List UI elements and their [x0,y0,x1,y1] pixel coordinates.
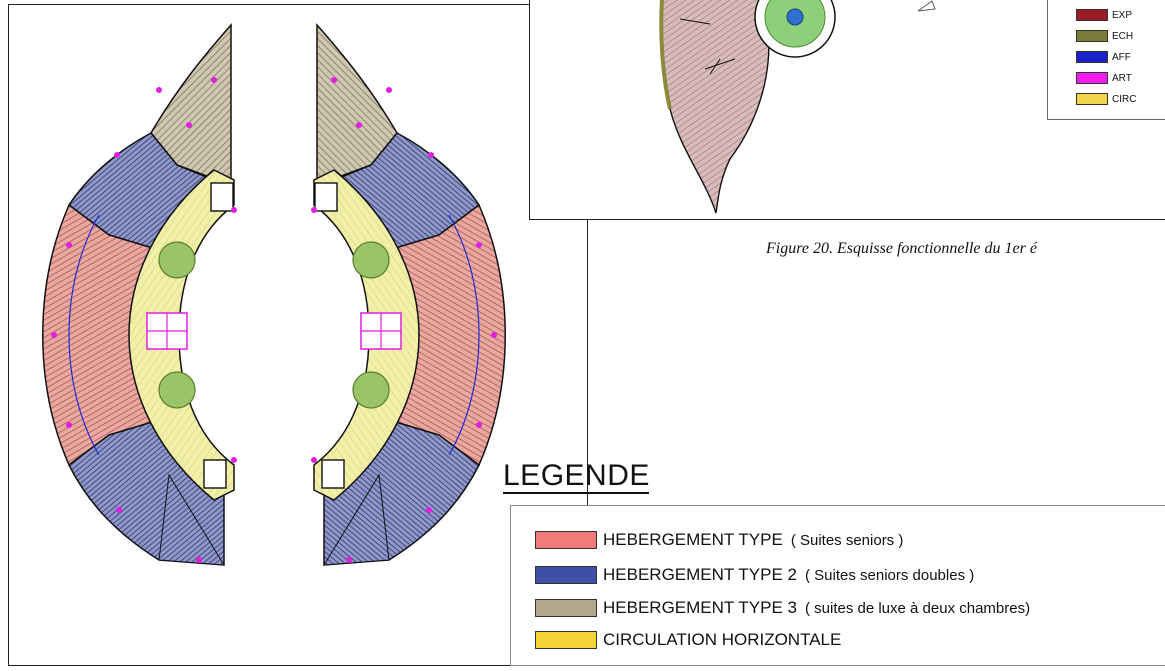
sketch-fountain [786,8,804,26]
legend-sub: ( suites de luxe à deux chambres) [804,599,1031,617]
legend-swatch [535,631,597,649]
sketch-legend-item: CIRC [1076,92,1136,106]
legend-label: HEBERGEMENT TYPE 2 [603,565,797,584]
left-garden-upper [158,241,196,279]
legend-label: HEBERGEMENT TYPE 3 [603,598,797,617]
sketch-legend-swatch [1076,51,1108,63]
sketch-drawing [659,0,936,214]
legend-title: LEGENDE [503,459,650,492]
figure-caption: Figure 20. Esquisse fonctionnelle du 1er… [766,240,1037,257]
sketch-legend-swatch [1076,30,1108,42]
left-stair-lower [203,459,227,489]
right-wing [311,23,506,566]
legend-sub: ( Suites seniors doubles ) [804,566,975,584]
legend-swatch [535,566,597,584]
legend-swatch [535,599,597,617]
sketch-legend-label: CIRC [1112,93,1137,105]
sketch-legend-swatch [1076,9,1108,21]
sketch-legend-item: AFF [1076,50,1131,64]
sketch-legend-item: EXP [1076,8,1132,22]
legend-item: HEBERGEMENT TYPE 2 ( Suites seniors doub… [535,565,974,585]
left-garden-lower [158,371,196,409]
sketch-legend-label: ART [1112,72,1132,84]
left-zone-tip [158,473,225,566]
sketch-legend-label: AFF [1112,51,1131,63]
legend-label: CIRCULATION HORIZONTALE [603,630,842,649]
floor-plan-drawing [42,23,506,566]
sketch-legend-item: ECH [1076,29,1133,43]
sketch-legend-label: EXP [1112,9,1133,21]
sketch-legend-item: ART [1076,71,1132,85]
legend-box: HEBERGEMENT TYPE ( Suites seniors ) HEBE… [510,505,1165,666]
legend-sub: ( Suites seniors ) [790,531,904,549]
floor-plan-frame [8,4,588,666]
legend-label: HEBERGEMENT TYPE [603,530,783,549]
left-wing [42,23,237,566]
legend-item: CIRCULATION HORIZONTALE [535,630,841,650]
legend-item: HEBERGEMENT TYPE ( Suites seniors ) [535,530,903,550]
left-stair-upper [210,182,234,212]
sketch-teardrop [660,0,770,214]
sketch-legend-swatch [1076,72,1108,84]
legend-title-underline [503,492,649,494]
left-circulation [128,169,235,501]
sketch-legend: EXP ECH AFF ART CIRC [1047,0,1165,120]
legend-swatch [535,531,597,549]
legend-item: HEBERGEMENT TYPE 3 ( suites de luxe à de… [535,598,1030,618]
sketch-legend-swatch [1076,93,1108,105]
sketch-legend-label: ECH [1112,30,1134,42]
